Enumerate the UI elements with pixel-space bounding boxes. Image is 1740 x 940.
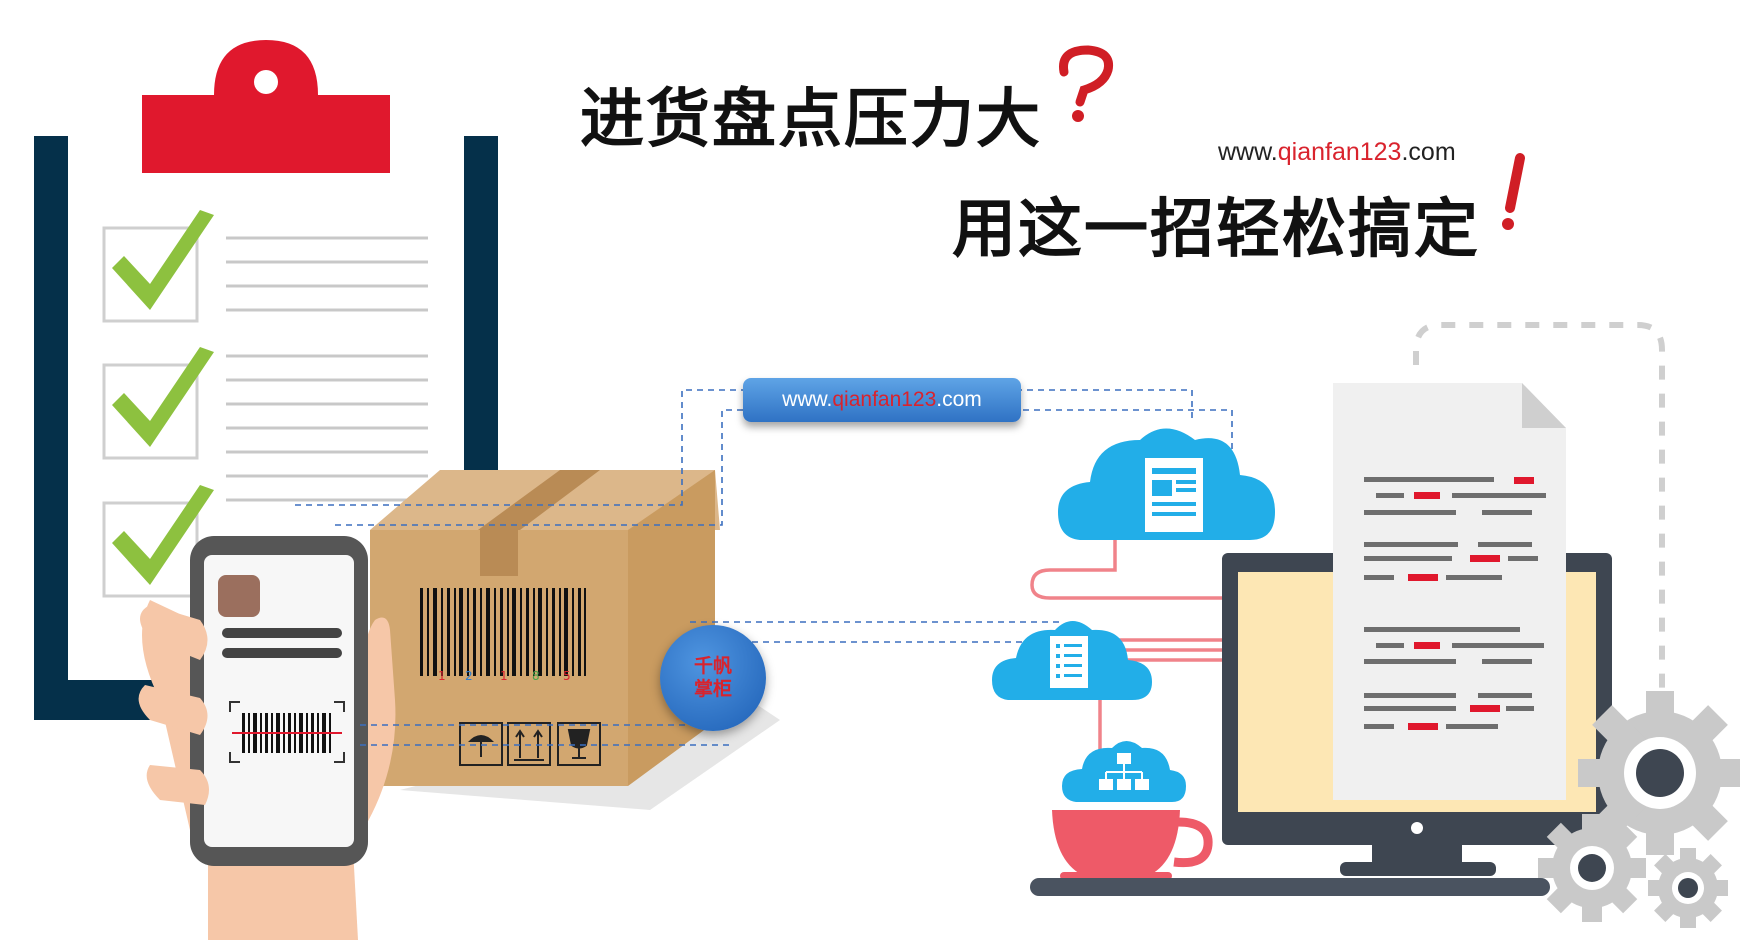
this-side-up-icon — [507, 722, 551, 766]
barcode-digit-2: 2 — [465, 669, 473, 683]
document-icon — [1333, 383, 1566, 800]
badge-line-1: 千帆 — [693, 655, 732, 677]
box-tape-top — [478, 470, 600, 530]
gear-icon — [1648, 848, 1728, 928]
cloud-sitemap-icon — [1062, 741, 1186, 802]
checkmark-icon — [112, 210, 214, 310]
barcode-digit-1: 1 — [438, 669, 446, 683]
monitor-neck — [1372, 845, 1462, 865]
question-mark-icon — [1059, 45, 1114, 122]
box-tape-front — [480, 530, 518, 576]
phone-avatar — [218, 575, 260, 617]
fragile-glass-icon — [557, 722, 601, 766]
hand-fingers — [138, 605, 209, 805]
exclamation-mark-icon — [1502, 153, 1525, 230]
clipboard-clip-top — [214, 40, 318, 95]
barcode — [420, 588, 586, 676]
checkmark-icon — [112, 485, 214, 585]
barcode-digit-3: 1 — [500, 669, 508, 683]
qianfan-badge[interactable]: 千帆 掌柜 — [660, 625, 766, 731]
cloud-checklist-icon — [992, 621, 1152, 700]
phone-line-1 — [222, 628, 342, 638]
headline-1: 进货盘点压力大 — [580, 83, 1042, 157]
gear-icon — [1578, 691, 1740, 855]
barcode-digit-5: 5 — [563, 669, 571, 683]
barcode-digit-4: 8 — [532, 669, 540, 683]
clipboard-lines — [226, 236, 428, 502]
clipboard-clip — [142, 95, 390, 173]
badge-line-2: 掌柜 — [693, 678, 732, 700]
headline-2: 用这一招轻松搞定 — [952, 193, 1480, 267]
url-pill-suffix: .com — [936, 388, 982, 411]
umbrella-icon — [459, 722, 503, 766]
url-top-prefix: www. — [1218, 138, 1278, 166]
url-top-suffix: .com — [1401, 138, 1456, 166]
url-pill-brand: qianfan123 — [832, 388, 937, 411]
cloud-document-icon — [1058, 428, 1275, 540]
url-top[interactable]: www.qianfan123.com — [1218, 138, 1456, 167]
monitor-base — [1340, 862, 1496, 876]
url-top-brand: qianfan123 — [1277, 138, 1402, 166]
phone-line-2 — [222, 648, 342, 658]
url-pill-prefix: www. — [782, 388, 833, 411]
url-pill[interactable]: www.qianfan123.com — [743, 378, 1021, 422]
checkmark-icon — [112, 347, 214, 447]
gear-icon — [1538, 814, 1646, 922]
desk-bar — [1030, 878, 1550, 896]
phone-scan-frame — [229, 701, 345, 763]
